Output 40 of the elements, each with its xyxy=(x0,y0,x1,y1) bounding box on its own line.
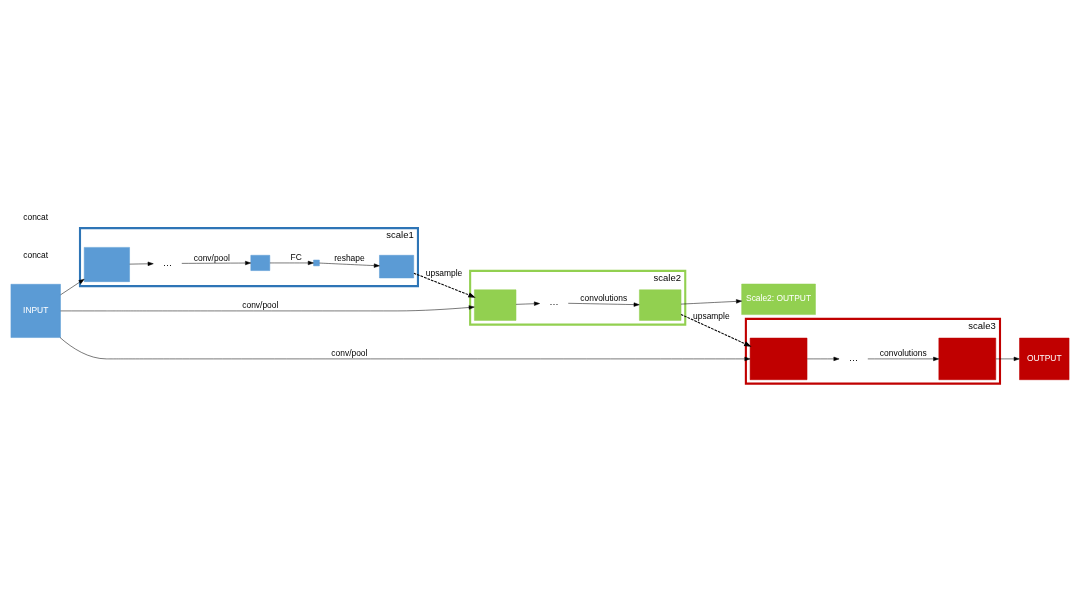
arrow xyxy=(413,272,476,298)
node-box xyxy=(639,289,682,321)
arrow xyxy=(680,299,742,305)
node-box xyxy=(313,259,320,267)
node-text: … xyxy=(848,352,859,364)
node-text: … xyxy=(162,256,173,268)
arrow xyxy=(867,356,940,361)
node-box: OUTPUT xyxy=(1019,337,1070,380)
edge-label: FC xyxy=(290,252,302,263)
edge-label: conv/pool xyxy=(193,252,230,263)
edge-label: convolutions xyxy=(879,348,927,359)
arrow xyxy=(319,262,380,268)
arrow xyxy=(680,313,752,347)
node-box: INPUT xyxy=(10,284,61,338)
node-box xyxy=(938,337,997,380)
arrow xyxy=(60,305,475,312)
edge-label: conv/pool xyxy=(242,300,279,311)
label: concat xyxy=(23,211,49,222)
arrow xyxy=(60,278,85,296)
node-box xyxy=(749,337,808,380)
arrow xyxy=(568,302,640,307)
label: concat xyxy=(23,249,49,260)
edge-label: reshape xyxy=(334,253,365,264)
edge-label: conv/pool xyxy=(331,348,368,359)
node-box: Scale2: OUTPUT xyxy=(741,283,816,315)
arrow xyxy=(806,356,840,361)
node-box xyxy=(474,289,517,321)
node-box xyxy=(83,247,130,282)
edge-label: convolutions xyxy=(580,292,628,303)
arrow xyxy=(995,356,1020,361)
arrow xyxy=(59,337,751,361)
node-box xyxy=(379,255,414,279)
node-box xyxy=(250,255,271,271)
arrow xyxy=(181,260,251,266)
edge-label: upsample xyxy=(693,310,730,321)
arrow xyxy=(129,261,154,266)
arrow xyxy=(269,260,314,266)
arrow xyxy=(515,301,540,306)
edge-label: upsample xyxy=(425,267,463,278)
node-text: … xyxy=(549,296,559,308)
